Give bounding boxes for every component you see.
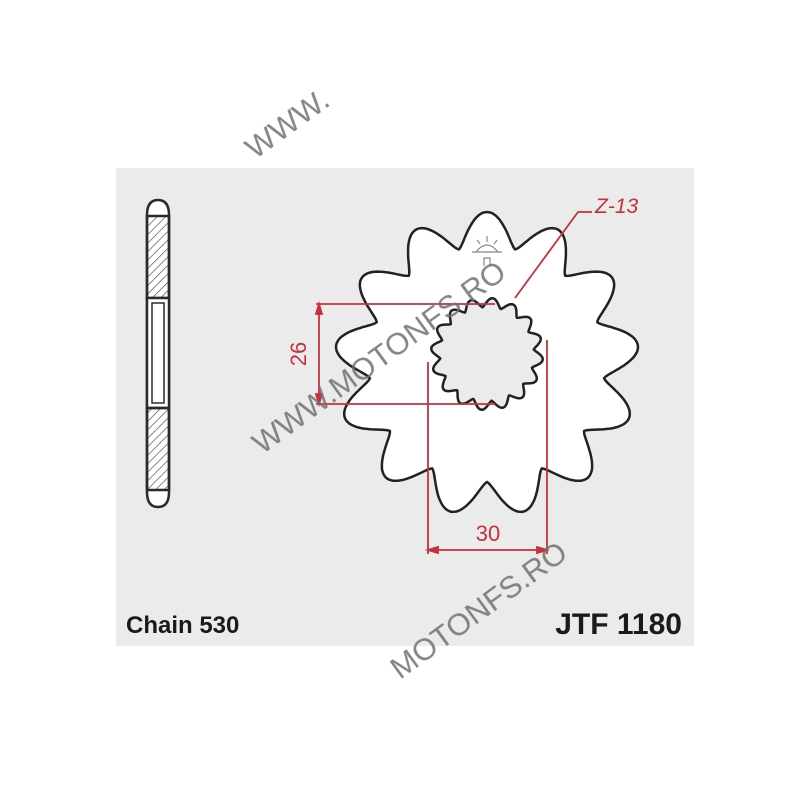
jt-logo-icon xyxy=(472,236,502,266)
sprocket-spline-hole xyxy=(430,297,544,411)
inner-diameter-label: 26 xyxy=(286,342,311,366)
part-number: JTF 1180 xyxy=(555,608,682,641)
sprocket-side-view xyxy=(145,198,171,509)
dimension-lines xyxy=(314,211,592,555)
svg-text:WWW.: WWW. xyxy=(239,82,336,166)
chain-label: Chain 530 xyxy=(126,612,239,639)
teeth-count-label: Z-13 xyxy=(594,195,639,218)
width-label: 30 xyxy=(476,521,500,546)
